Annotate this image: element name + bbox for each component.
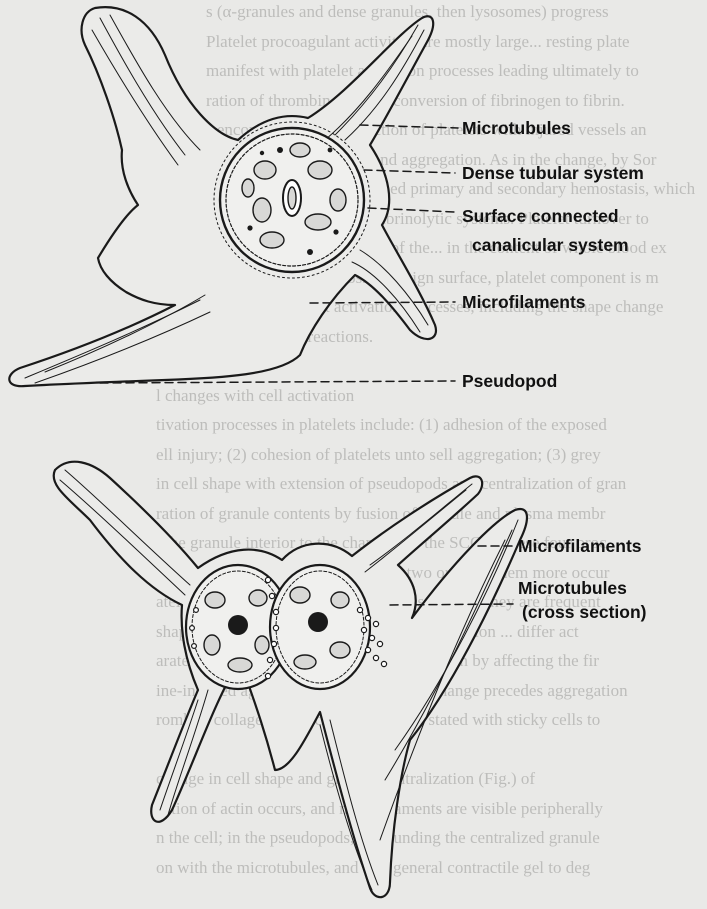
label-microtubules-cross-section-2: (cross section) (522, 602, 646, 622)
bottom-filament (365, 490, 466, 572)
label-microtubules-cross-section-1: Microtubules (518, 578, 627, 598)
label-dense-tubular-system: Dense tubular system (462, 163, 644, 183)
label-microtubules: Microtubules (462, 118, 571, 138)
bottom-filament (65, 470, 190, 585)
bottom-platelet-outline (54, 462, 527, 897)
label-microfilaments-top: Microfilaments (462, 292, 586, 312)
label-pseudopod: Pseudopod (462, 371, 557, 391)
label-canalicular-system: canalicular system (472, 235, 629, 255)
label-microfilaments-bottom: Microfilaments (518, 536, 642, 556)
label-surface-connected: Surface connected (462, 206, 619, 226)
